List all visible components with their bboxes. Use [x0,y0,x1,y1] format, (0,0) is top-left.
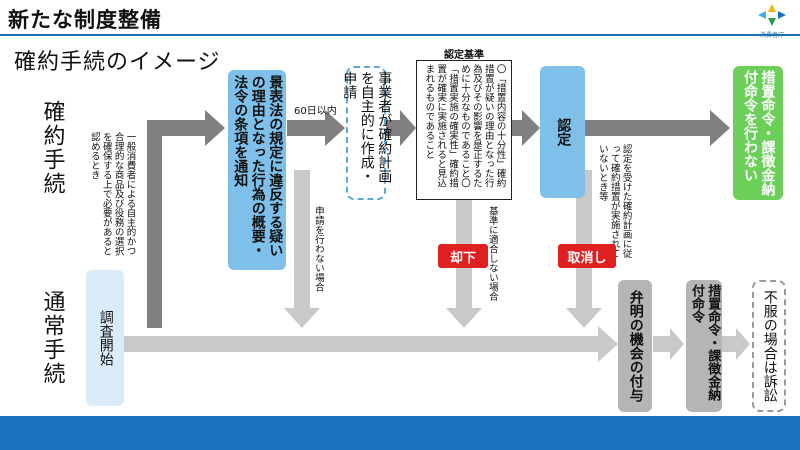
order-box: 措置命令・課徴金納付命令 [686,280,722,412]
arrow-normal-flow [124,326,618,362]
notice-label: 景表法の規定に違反する疑いの理由となった行為の概要・法令の条項を通知 [232,75,284,257]
reject-badge: 却下 [438,244,488,268]
investigation-start-label: 調査開始 [97,310,114,366]
arrow-to-approval [512,110,540,146]
row-label-kakuyaku: 確約手続 [39,100,65,196]
shaft-up [147,120,162,328]
arrow-down-no-application [284,170,320,328]
arrow-to-order [653,328,684,360]
diagram-subtitle: 確約手続のイメージ [14,50,221,75]
investigation-start-box: 調査開始 [86,270,124,406]
plan-label: 事業者が確約計画を自主的に作成・申請 [341,71,393,183]
deadline-label: 60日以内 [294,106,337,117]
no-order-box: 措置命令・課徴金納付命令を行わない [733,66,783,200]
footer-bar [0,416,800,450]
order-label: 措置命令・課徴金納付命令 [689,284,721,401]
appeal-label: 不服の場合は訴訟 [761,290,778,402]
no-order-label: 措置命令・課徴金納付命令を行わない [742,70,776,196]
criteria-heading: 認定基準 [444,50,484,61]
not-implemented-note: 認定を受けた確約計画に従って確約措置が実施されていないとき等 [596,144,632,258]
criteria-box: 〇「措置内容の十分性」確約措置が疑いの理由となった行為及びその影響を是正するため… [416,60,512,200]
page-title: 新たな制度整備 [8,8,162,32]
appeal-box: 不服の場合は訴訟 [752,280,786,412]
approval-box: 認定 [540,66,585,198]
approval-label: 認定 [555,118,572,146]
arrow-to-plan [287,110,345,146]
hearing-label: 弁明の機会の付与 [627,290,644,402]
criteria-text: 〇「措置内容の十分性」確約措置が疑いの理由となった行為及びその影響を是正するため… [423,64,506,188]
not-meet-note: 基準に適合しない場合 [486,206,498,301]
notice-box: 景表法の規定に違反する疑いの理由となった行為の概要・法令の条項を通知 [228,70,286,270]
logo-icon [758,4,786,26]
arrow-to-criteria [386,110,416,146]
arrow-to-no-order [585,110,730,146]
arrow-to-appeal [722,328,750,360]
arrow-to-notice [147,110,225,146]
revoke-badge: 取消し [558,244,616,268]
no-application-note: 申請を行わない場合 [312,206,324,292]
title-rule [0,34,800,36]
row-label-tsujo: 通常手続 [39,290,65,386]
condition-note: 一般消費者による自主的かつ合理的な商品及び役務の選択を確保する上で必要があると認… [88,132,136,256]
hearing-box: 弁明の機会の付与 [618,280,652,412]
plan-box: 事業者が確約計画を自主的に作成・申請 [341,66,392,200]
